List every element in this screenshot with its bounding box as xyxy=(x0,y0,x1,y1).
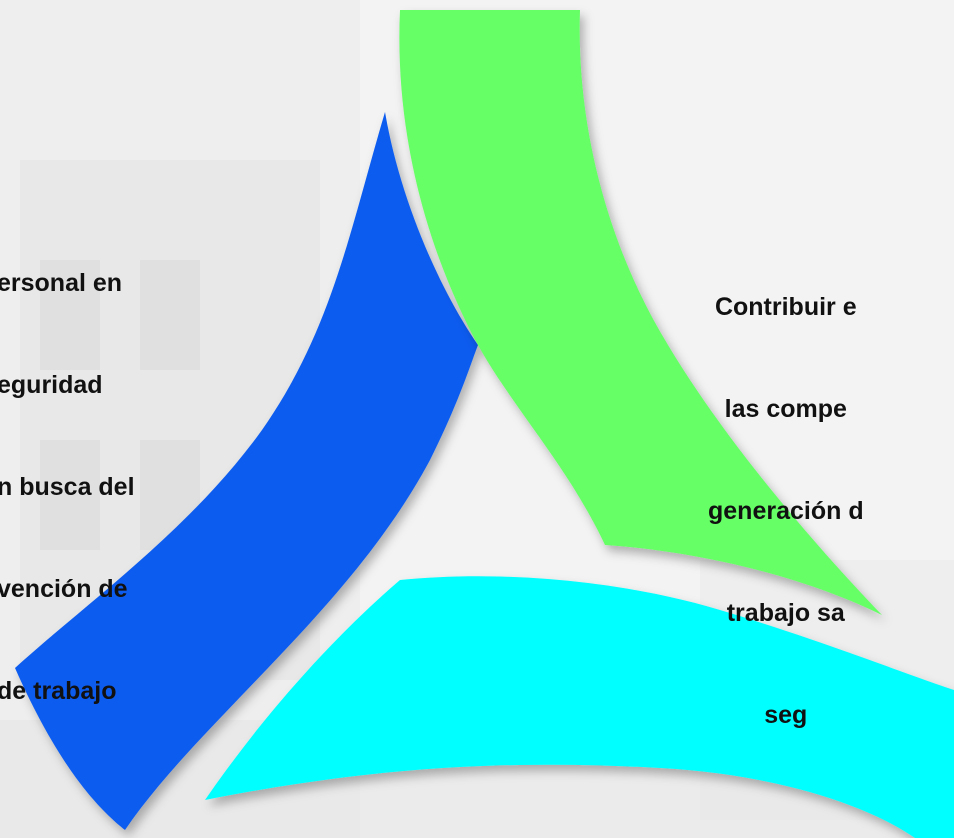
left-text-line: ersonal en xyxy=(0,269,123,297)
top-green-arc xyxy=(399,10,882,615)
bottom-cyan-arc xyxy=(205,576,954,838)
right-text-line: generación d xyxy=(708,497,864,525)
right-text-line: las compe xyxy=(724,395,847,423)
left-objective-text: ersonal en eguridad n busca del vención … xyxy=(0,198,135,742)
left-blue-arc xyxy=(15,112,478,830)
right-text-line: trabajo sa xyxy=(726,599,845,627)
right-objective-text: Contribuir e las compe generación d trab… xyxy=(708,222,864,766)
left-text-line: eguridad xyxy=(0,371,103,399)
right-text-line: Contribuir e xyxy=(714,293,857,321)
right-text-line: seg xyxy=(764,701,808,729)
left-text-line: de trabajo xyxy=(0,677,117,705)
left-text-line: n busca del xyxy=(0,473,135,501)
left-text-line: vención de xyxy=(0,575,128,603)
